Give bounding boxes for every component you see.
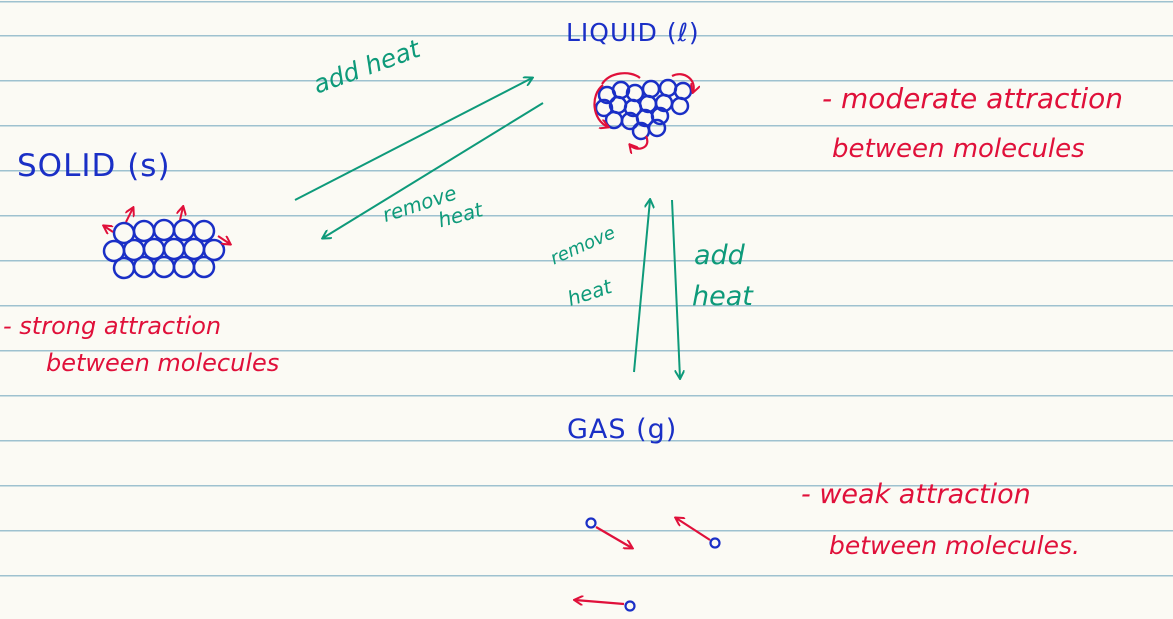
solid-label: SOLID (s) bbox=[17, 148, 171, 184]
liquid-molecules bbox=[594, 78, 693, 141]
liquid-label: LIQUID (ℓ) bbox=[566, 18, 700, 47]
solid-description-line2: between molecules bbox=[46, 349, 280, 377]
solid-molecules bbox=[102, 218, 226, 280]
gas-molecules bbox=[585, 517, 721, 612]
add-heat-down-label-1: add bbox=[694, 240, 745, 271]
add-heat-down-arrow bbox=[671, 199, 680, 378]
remove-heat-up-arrow bbox=[633, 200, 650, 373]
add-heat-arrow bbox=[294, 78, 532, 201]
solid-description-line1: - strong attraction bbox=[3, 312, 222, 340]
gas-description-line1: - weak attraction bbox=[801, 479, 1031, 510]
add-heat-down-label-2: heat bbox=[692, 281, 753, 312]
liquid-description-line2: between molecules bbox=[832, 134, 1085, 164]
liquid-motion-arrows bbox=[593, 72, 693, 148]
solid-vibration-arrows bbox=[104, 207, 230, 244]
gas-motion-arrows bbox=[575, 518, 711, 604]
remove-heat-arrow bbox=[323, 102, 544, 238]
gas-label: GAS (g) bbox=[567, 414, 678, 445]
gas-description-line2: between molecules. bbox=[829, 531, 1080, 560]
liquid-description-line1: - moderate attraction bbox=[822, 82, 1123, 115]
